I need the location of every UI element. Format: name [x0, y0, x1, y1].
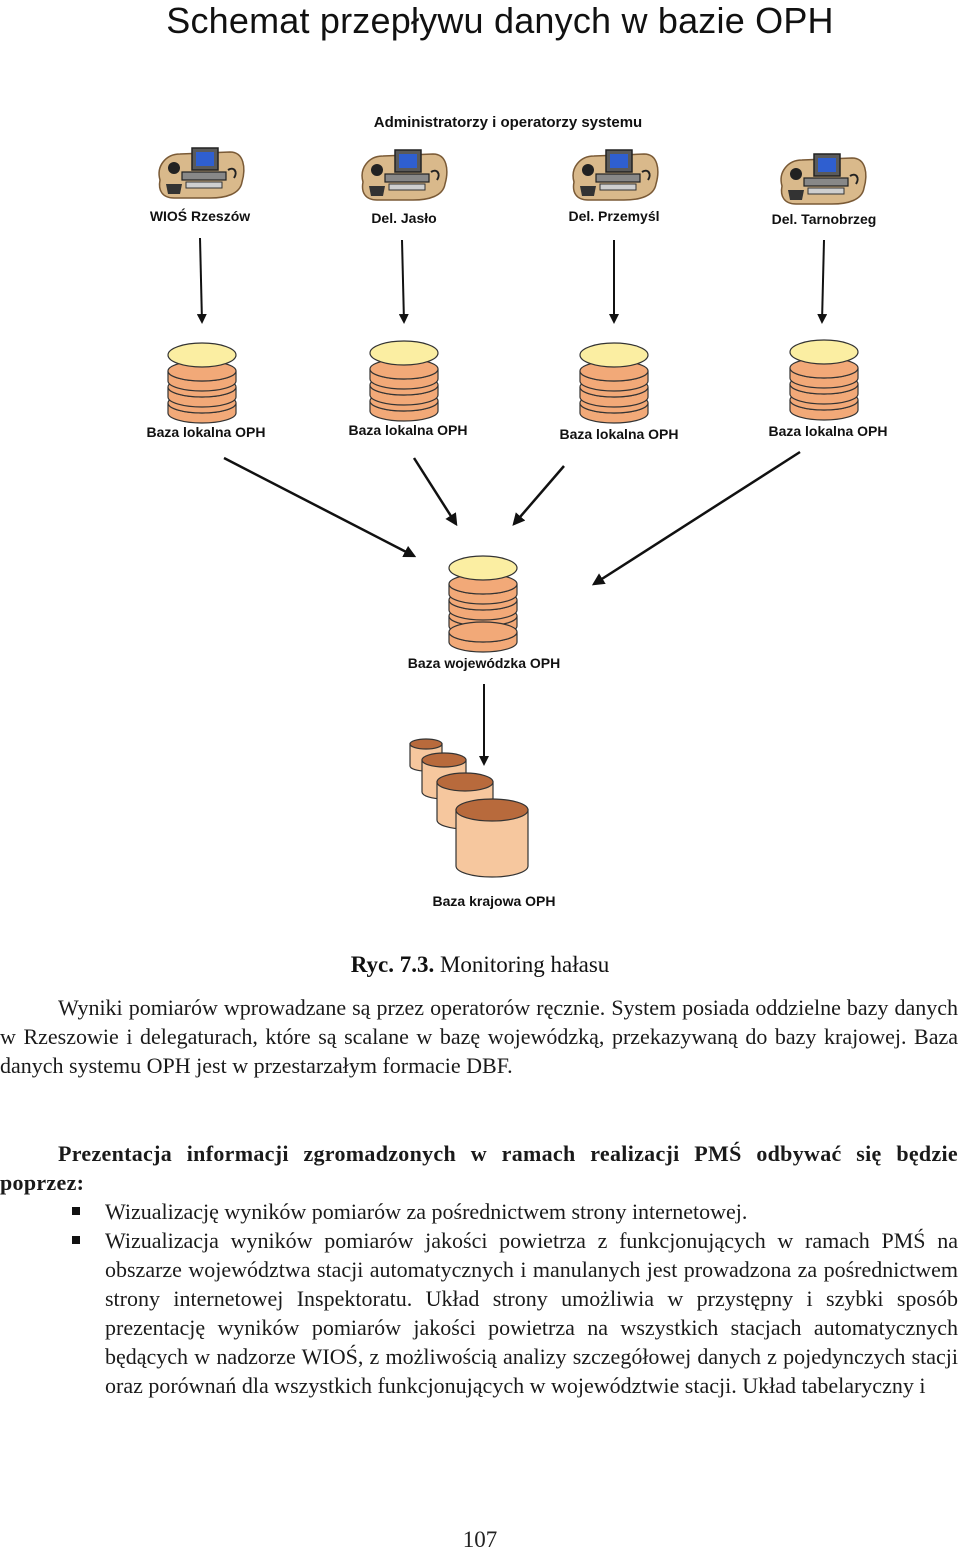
admins-label: Administratorzy i operatorzy systemu	[374, 114, 642, 131]
arrow	[223, 456, 417, 558]
local-db-label: Baza lokalna OPH	[348, 422, 467, 438]
database-icon	[369, 340, 439, 422]
diagram-title: Schemat przepływu danych w bazie OPH	[166, 0, 834, 41]
paragraph: Wyniki pomiarów wprowadzane są przez ope…	[0, 995, 958, 1078]
paragraph-bold: Prezentacja informacji zgromadzonych w r…	[0, 1141, 958, 1195]
workstation-icon	[158, 147, 245, 199]
local-db-label: Baza lokalna OPH	[559, 426, 678, 442]
arrow	[591, 450, 801, 586]
database-icon	[579, 342, 649, 424]
list-item: Wizualizację wyników pomiarów za pośredn…	[0, 1197, 958, 1226]
page-number: 107	[462, 1527, 498, 1552]
caption-text: Monitoring hałasu	[439, 952, 610, 977]
arrow	[817, 239, 828, 324]
database-icon	[789, 339, 859, 421]
workstation-icon	[361, 149, 448, 201]
national-database-icon	[409, 738, 529, 878]
list-item-text: Wizualizację wyników pomiarów za pośredn…	[105, 1199, 748, 1224]
list-item: Wizualizacja wyników pomiarów jakości po…	[0, 1226, 958, 1400]
arrow	[512, 465, 565, 526]
local-db-label: Baza lokalna OPH	[146, 424, 265, 440]
arrow	[398, 239, 409, 324]
figure-caption: Ryc. 7.3. Monitoring hałasu	[0, 952, 960, 978]
arrow	[412, 457, 458, 527]
regional-db-label: Baza wojewódzka OPH	[408, 655, 560, 671]
station-label-jaslo: Del. Jasło	[371, 210, 436, 226]
station-label-rzeszow: WIOŚ Rzeszów	[150, 207, 250, 224]
bullet-square-icon	[72, 1236, 80, 1244]
workstation-icon	[780, 153, 867, 205]
bullet-square-icon	[72, 1207, 80, 1215]
workstation-icon	[572, 149, 659, 201]
bullet-list: Wizualizację wyników pomiarów za pośredn…	[0, 1197, 958, 1400]
list-item-text: Wizualizacja wyników pomiarów jakości po…	[105, 1228, 958, 1398]
local-db-label: Baza lokalna OPH	[768, 423, 887, 439]
arrow	[196, 237, 207, 324]
caption-number: Ryc. 7.3.	[350, 952, 435, 977]
station-label-przemysl: Del. Przemyśl	[568, 208, 659, 224]
station-label-tarnobrzeg: Del. Tarnobrzeg	[772, 211, 877, 227]
database-icon	[167, 342, 237, 424]
national-db-label: Baza krajowa OPH	[433, 893, 556, 909]
data-flow-diagram: Administratorzy i operatorzy systemu WIO…	[146, 114, 887, 909]
